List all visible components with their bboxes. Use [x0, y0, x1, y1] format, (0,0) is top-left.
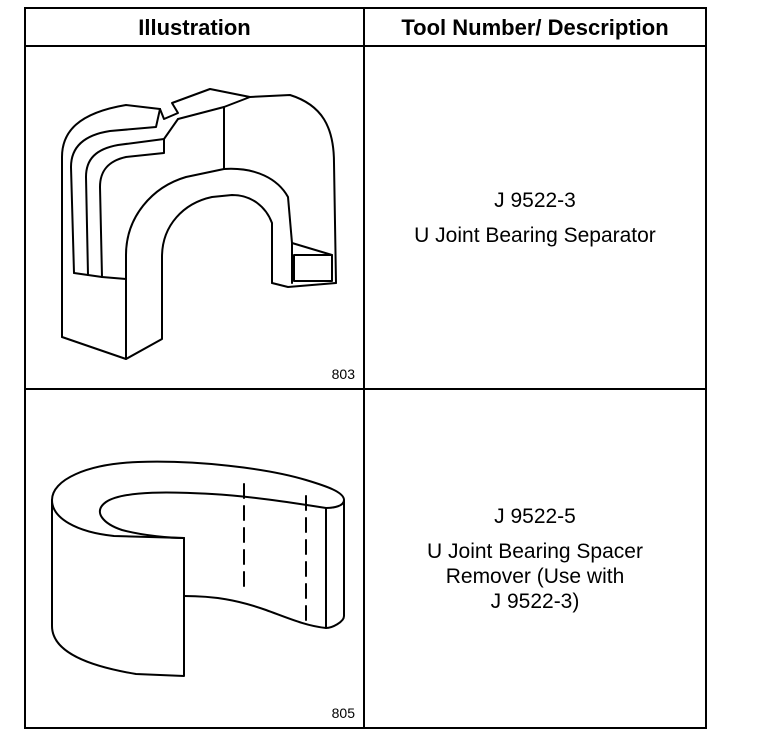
description-line: J 9522-3) [490, 589, 580, 613]
tool-table: Illustration Tool Number/ Description [24, 7, 707, 729]
spacer-remover-drawing [51, 460, 345, 677]
header-illustration: Illustration [138, 14, 251, 40]
table-border [24, 7, 707, 729]
figure-number: 803 [331, 366, 355, 382]
description-line: U Joint Bearing Separator [414, 223, 656, 247]
bearing-separator-drawing [61, 88, 337, 360]
figure-number: 805 [331, 705, 355, 721]
tool-description-1: J 9522-3 U Joint Bearing Separator [365, 47, 705, 388]
illustration-803: 803 [26, 47, 363, 388]
header-divider [24, 45, 707, 47]
row-divider [24, 388, 707, 390]
tool-number: J 9522-5 [494, 504, 576, 528]
illustration-805: 805 [26, 390, 363, 727]
tool-number: J 9522-3 [494, 188, 576, 212]
tool-description-2: J 9522-5 U Joint Bearing Spacer Remover … [365, 390, 705, 727]
description-line: U Joint Bearing Spacer [427, 539, 643, 563]
header-tool-description: Tool Number/ Description [401, 14, 669, 40]
description-line: Remover (Use with [445, 564, 625, 588]
column-divider [363, 7, 365, 729]
